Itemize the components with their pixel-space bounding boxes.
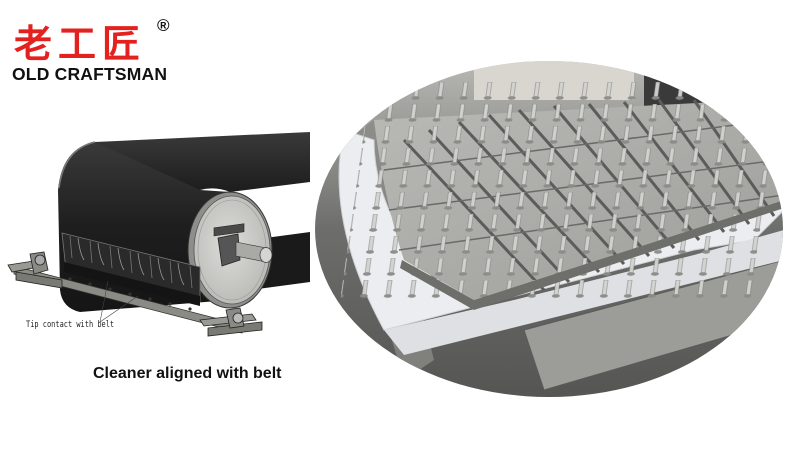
product-photo <box>314 60 784 398</box>
photo-content <box>315 61 783 397</box>
brand-logo: 老工匠 ® OLD CRAFTSMAN <box>10 14 195 86</box>
belt-cleaner-diagram <box>0 130 310 360</box>
logo-english-name: OLD CRAFTSMAN <box>12 64 168 84</box>
callout-label: Tip contact with belt <box>26 320 115 330</box>
diagram-caption: Cleaner aligned with belt <box>93 365 282 382</box>
logo-chinese-name: 老工匠 <box>14 21 147 66</box>
registered-trademark-icon: ® <box>157 16 170 35</box>
